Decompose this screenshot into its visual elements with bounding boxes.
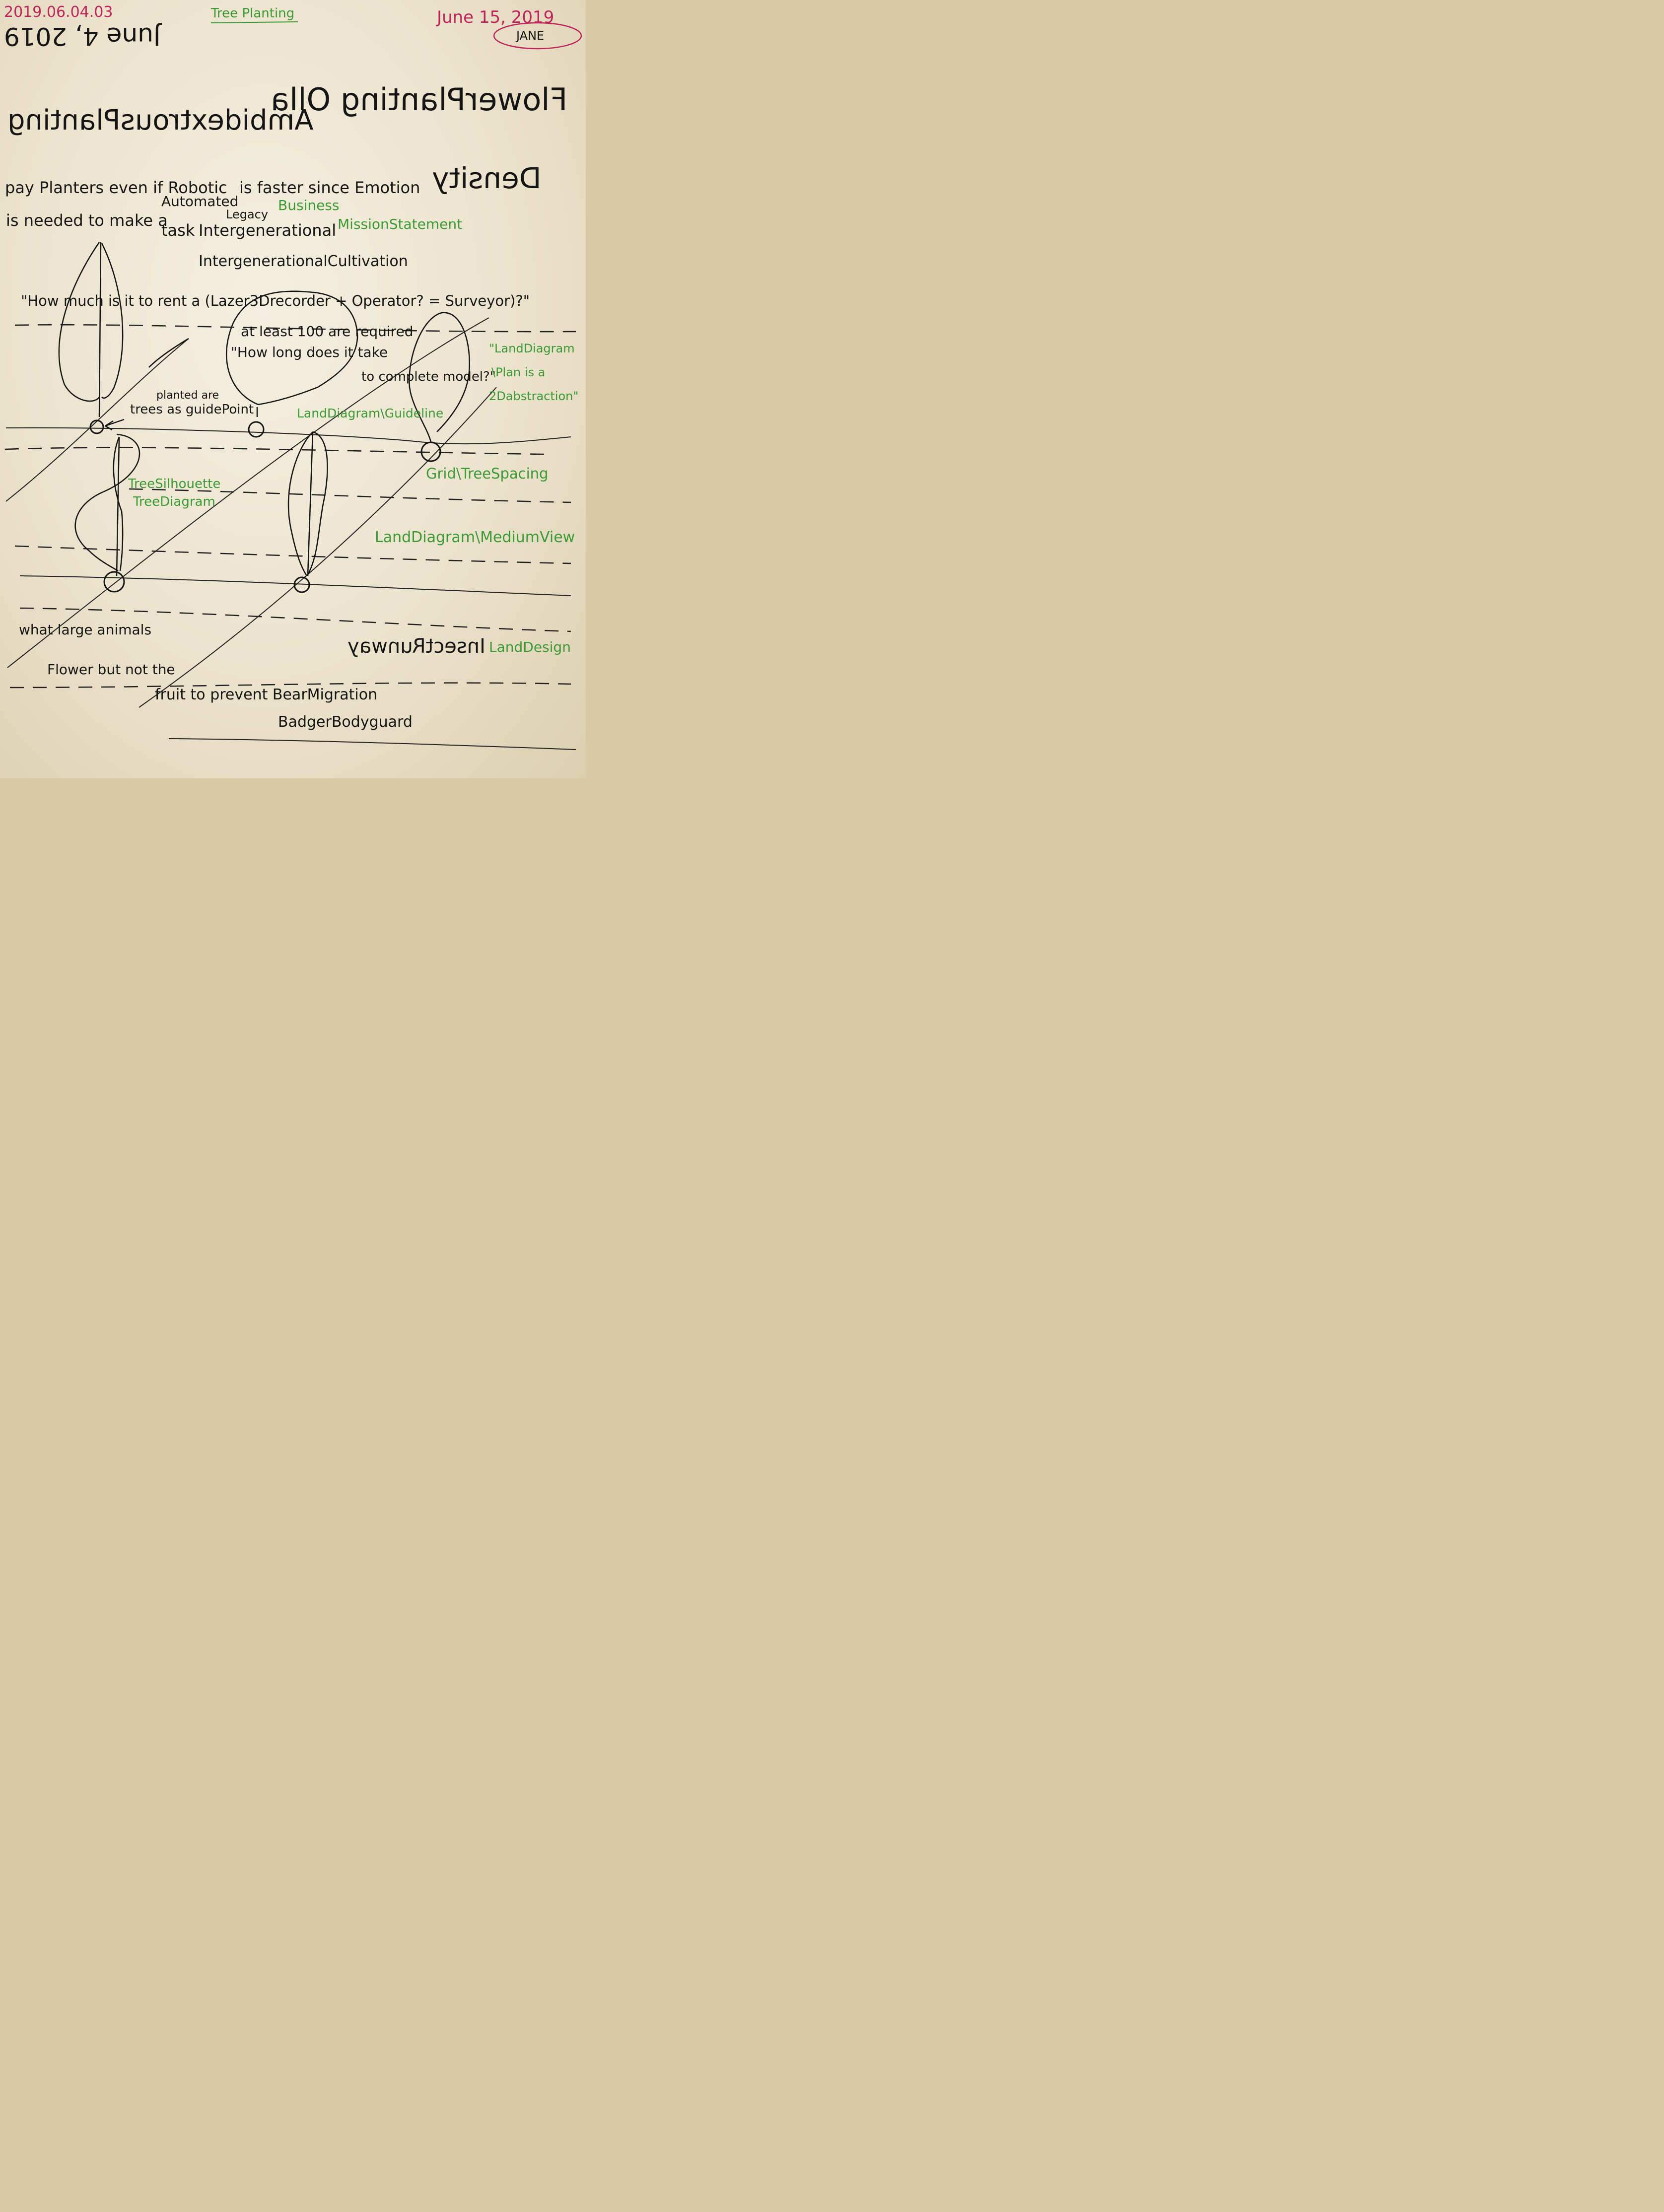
note-trees-guidepoint: trees as guidePoint	[130, 402, 254, 417]
note-land-design: LandDesign	[489, 639, 571, 655]
note-pay-planters: pay Planters even if Robotic	[5, 178, 227, 197]
quote-how-long: "How long does it take	[231, 344, 388, 360]
mirrored-ambidextrous: AmbidextrousPlanting	[7, 104, 314, 137]
note-task: task	[161, 221, 195, 240]
quote-complete-model: to complete model?"	[361, 369, 496, 384]
note-land-plan-1: "LandDiagram	[489, 342, 575, 355]
initials: JANE	[516, 29, 545, 43]
note-intergenerational: Intergenerational	[199, 221, 337, 240]
note-tree-diagram: TreeDiagram	[133, 494, 215, 509]
mirrored-insect-runway: InsectRunway	[347, 635, 485, 658]
note-mission-statement: MissionStatement	[338, 216, 463, 232]
mirrored-date: June 4, 2019	[4, 22, 161, 51]
topic-underline	[210, 21, 298, 23]
note-faster-emotion: is faster since Emotion	[239, 178, 420, 197]
sketch-drawing	[4, 21, 582, 750]
note-business: Business	[278, 197, 340, 213]
note-legacy: Legacy	[226, 207, 269, 221]
date-code: 2019.06.04.03	[4, 3, 113, 21]
mirrored-density: Density	[432, 161, 542, 195]
note-needed-to-make: is needed to make a	[6, 211, 168, 230]
note-fruit-bear: fruit to prevent BearMigration	[155, 686, 378, 703]
note-land-plan-3: 2Dabstraction"	[489, 389, 579, 403]
note-flower-not: Flower but not the	[47, 661, 175, 678]
note-at-least: at least 100 are required	[241, 323, 414, 340]
diagonal-lines	[5, 317, 497, 708]
date-right: June 15, 2019	[437, 7, 555, 27]
note-badger: BadgerBodyguard	[278, 713, 413, 731]
note-medium-view: LandDiagram\MediumView	[375, 529, 575, 546]
planting-point-circles	[89, 419, 441, 593]
quote-rent-surveyor: "How much is it to rent a (Lazer3Drecord…	[21, 292, 530, 309]
note-planted-are: planted are	[156, 389, 219, 402]
note-tree-silhouette: TreeSilhouette	[128, 477, 221, 491]
note-land-plan-2: \Plan is a	[491, 365, 546, 379]
note-cultivation: IntergenerationalCultivation	[199, 253, 408, 270]
handwritten-note-page: 2019.06.04.03 June 4, 2019 Tree Planting…	[0, 0, 586, 778]
field-dash-rows	[4, 324, 576, 689]
topic-tag: Tree Planting	[211, 6, 295, 21]
note-land-guideline: LandDiagram\Guideline	[297, 406, 444, 420]
arrow-icon	[105, 418, 125, 431]
note-grid-spacing: Grid\TreeSpacing	[426, 465, 549, 482]
initials-circle	[493, 22, 582, 50]
tree-silhouettes	[58, 242, 470, 576]
mirrored-flower-olla: FlowerPlanting Olla	[271, 81, 568, 118]
note-large-animals: what large animals	[19, 622, 152, 638]
note-automated: Automated	[161, 193, 239, 209]
